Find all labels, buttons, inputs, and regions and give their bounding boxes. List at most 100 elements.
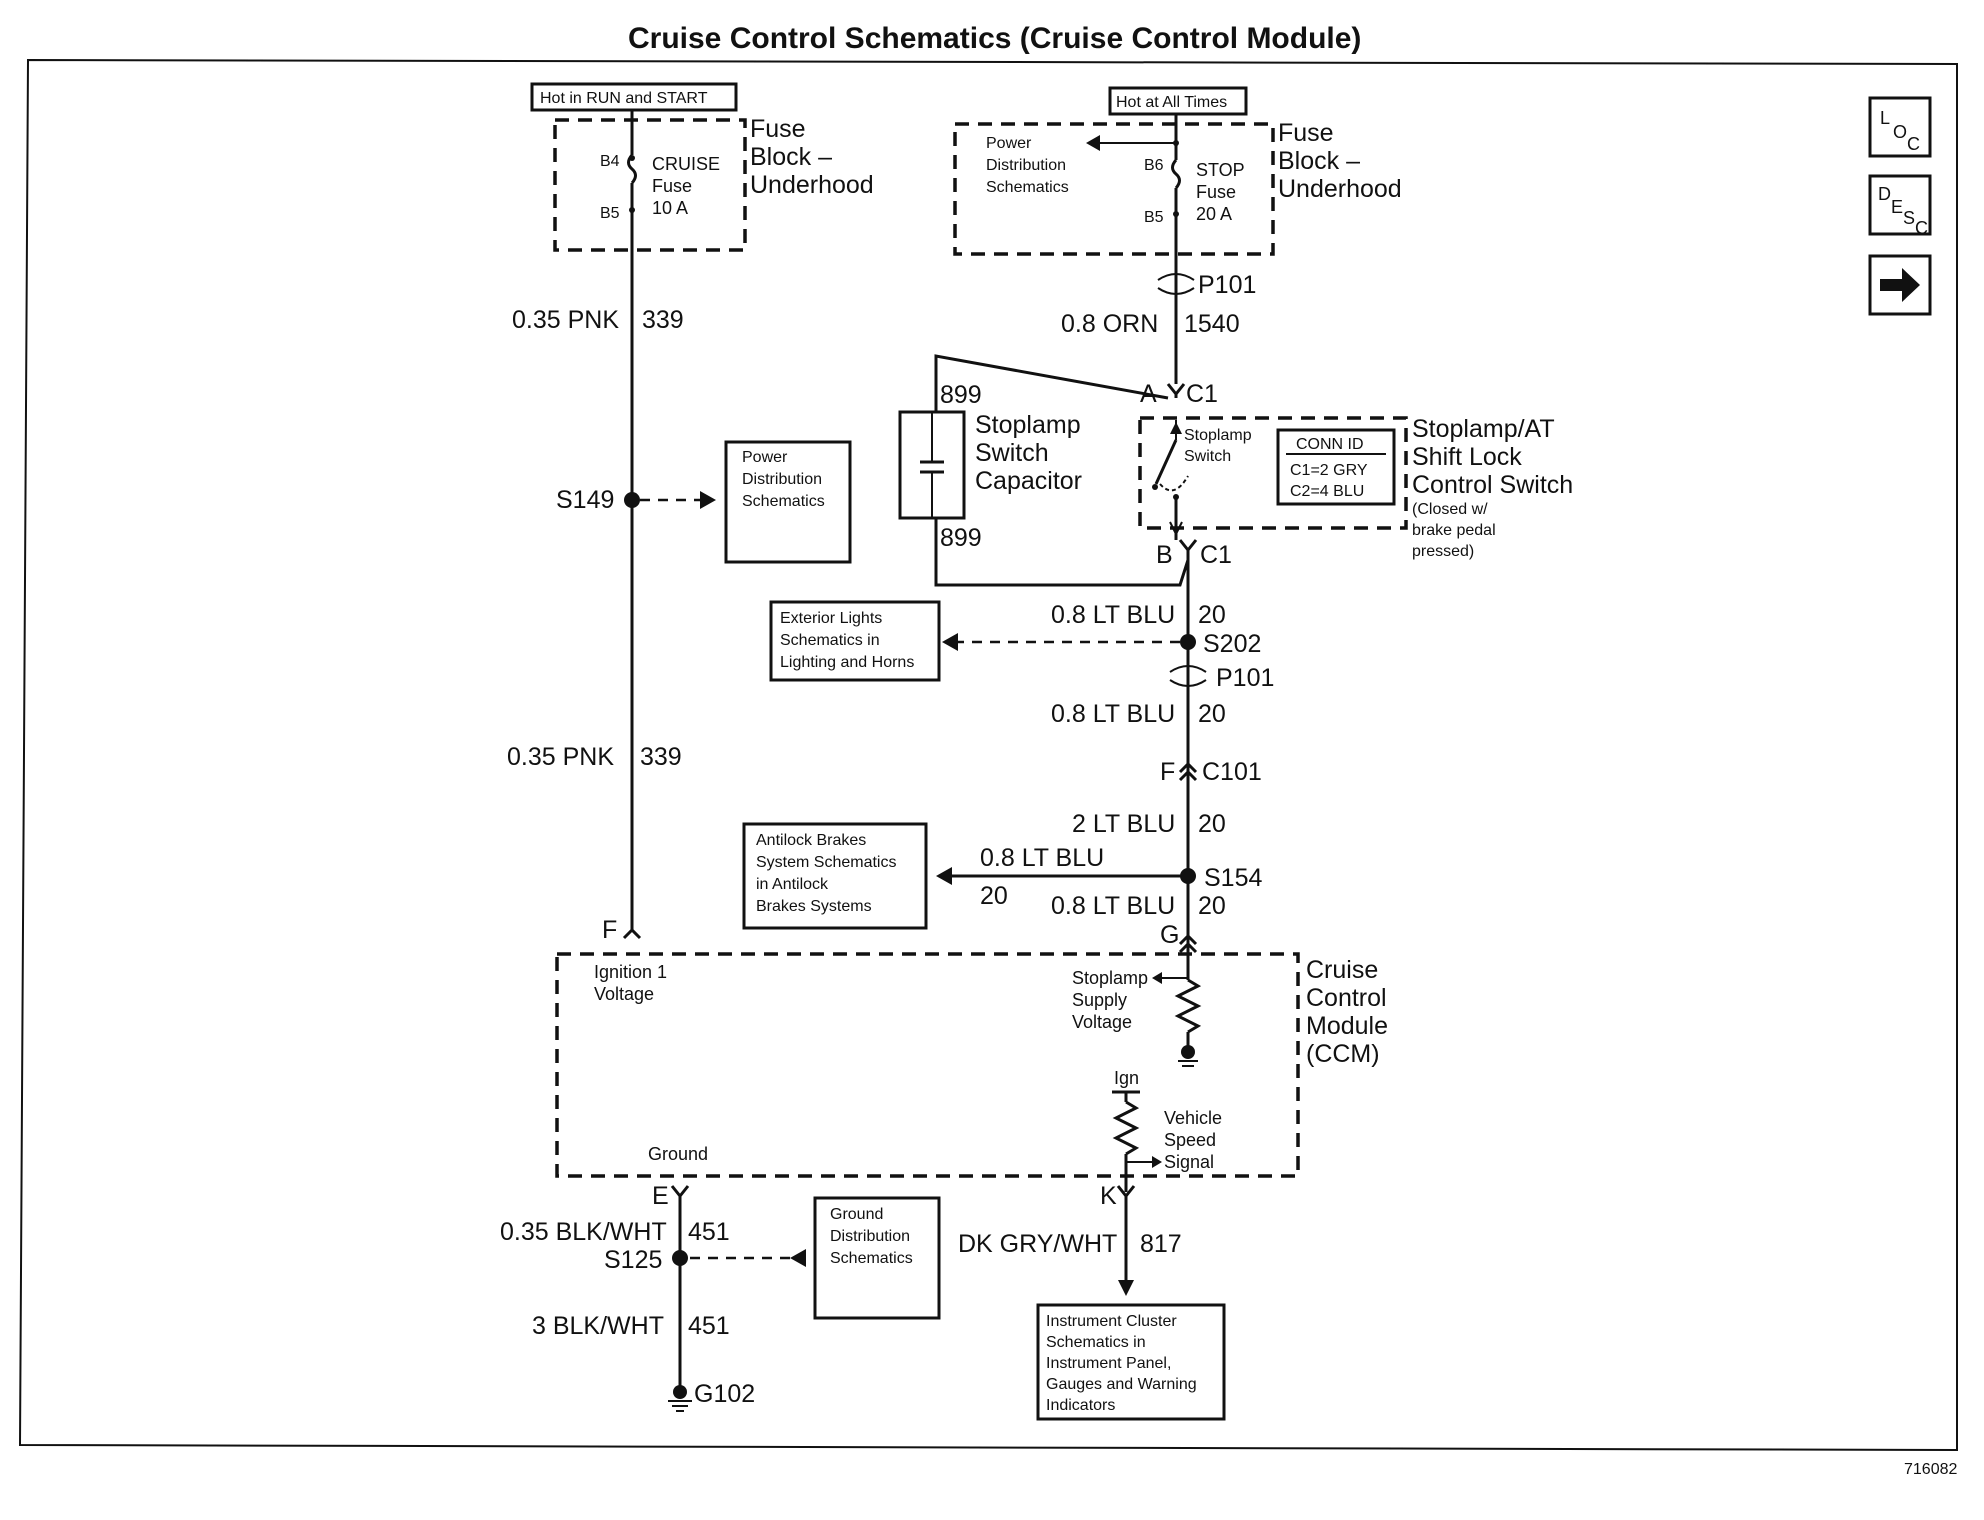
stop-fuse-rating: 20 A	[1196, 204, 1232, 224]
cruise-fuse	[627, 110, 637, 700]
conn-id-box	[1276, 428, 1396, 506]
gnd-lower-gauge: 3 BLK/WHT	[532, 1312, 664, 1340]
abs-circuit: 20	[980, 882, 1008, 910]
ic-3: Instrument Panel,	[1046, 1355, 1171, 1372]
vss-gauge: DK GRY/WHT	[958, 1230, 1117, 1258]
shift-lock-label-5: brake pedal	[1412, 522, 1496, 539]
capacitor-icon	[920, 412, 944, 518]
capacitor-label-2: Switch	[975, 439, 1049, 467]
abs-box-1: Antilock Brakes	[756, 832, 866, 849]
fuse-pin-b5: B5	[600, 205, 620, 222]
desc-c: C	[1915, 218, 1928, 238]
splice-s149-dot	[624, 492, 640, 508]
fuse-block-left-1: Fuse	[750, 115, 806, 143]
vss-resistor	[1112, 1090, 1162, 1192]
ccm-stop-1: Stoplamp	[1072, 968, 1148, 988]
pds-right-2: Distribution	[986, 157, 1066, 174]
ccm-name-4: (CCM)	[1306, 1040, 1380, 1068]
ccm-name-3: Module	[1306, 1012, 1388, 1040]
hot-run-start-label: Hot in RUN and START	[540, 90, 708, 107]
capacitor-label-1: Stoplamp	[975, 411, 1081, 439]
shift-lock-label-4: (Closed w/	[1412, 501, 1488, 518]
abs-box-3: in Antilock	[756, 876, 829, 893]
c1-bot-label: C1	[1200, 541, 1232, 569]
blu4-gauge: 0.8 LT BLU	[1051, 892, 1175, 920]
desc-button[interactable]: D E S C	[1868, 174, 1932, 238]
pds-right-arrow-icon	[1086, 135, 1100, 151]
pds-right-1: Power	[986, 135, 1032, 152]
pnk-upper-gauge: 0.35 PNK	[512, 306, 619, 334]
fuse-pin-b6: B6	[1144, 157, 1164, 174]
stoplamp-switch-icon	[1152, 420, 1189, 540]
stoplamp-switch-label-2: Switch	[1184, 448, 1231, 465]
pin-g-connector	[1178, 933, 1198, 954]
fuse-block-right-1: Fuse	[1278, 119, 1334, 147]
ground-g102: G102	[694, 1380, 755, 1408]
gnd-upper-circuit: 451	[688, 1218, 730, 1246]
ccm-pin-f: F	[602, 916, 617, 944]
p101-connector-top	[1157, 273, 1195, 384]
conn-id-c1: C1=2 GRY	[1290, 462, 1368, 479]
ccm-ign-short: Ign	[1114, 1068, 1139, 1088]
desc-e: E	[1891, 197, 1903, 217]
fuse-pin-b4: B4	[600, 153, 620, 170]
instrument-cluster-box[interactable]	[1036, 1303, 1226, 1421]
splice-s125: S125	[604, 1246, 662, 1274]
diagram-frame	[18, 58, 1958, 1452]
gds-1: Ground	[830, 1206, 883, 1223]
pds-left-1: Power	[742, 449, 788, 466]
ccm-vss-2: Speed	[1164, 1130, 1216, 1150]
pnk-lower-circuit: 339	[640, 743, 682, 771]
vss-circuit: 817	[1140, 1230, 1182, 1258]
ccm-stop-2: Supply	[1072, 990, 1127, 1010]
c101-connector	[1178, 761, 1198, 782]
p101-top-label: P101	[1198, 271, 1256, 299]
shift-lock-label-2: Shift Lock	[1412, 443, 1522, 471]
exterior-lights-box[interactable]	[769, 600, 941, 682]
stop-fuse	[1171, 114, 1181, 276]
ccm-vss-3: Signal	[1164, 1152, 1214, 1172]
cruise-fuse-name: CRUISE	[652, 154, 720, 174]
c1-pin-b: B	[1156, 541, 1173, 569]
blu1-gauge: 0.8 LT BLU	[1051, 601, 1175, 629]
orn-circuit: 1540	[1184, 310, 1240, 338]
splice-s125-dot	[672, 1250, 688, 1266]
fuse-block-left-2: Block –	[750, 143, 832, 171]
p101-connector-lower	[1169, 665, 1207, 687]
loc-button[interactable]: L O C	[1868, 96, 1932, 158]
hot-run-start-label-box	[530, 82, 738, 112]
next-arrow-icon	[1880, 268, 1920, 302]
gds-3: Schematics	[830, 1250, 913, 1267]
s154-arrow-icon	[936, 867, 952, 885]
c1-top-label: C1	[1186, 380, 1218, 408]
ccm-dashed-box	[555, 952, 1300, 1178]
abs-box-4: Brakes Systems	[756, 898, 872, 915]
shift-lock-label-1: Stoplamp/AT	[1412, 415, 1555, 443]
ext-lights-2: Schematics in	[780, 632, 880, 649]
s149-arrow-icon	[700, 491, 716, 509]
capacitor-wire-top: 899	[940, 381, 982, 409]
loc-button-label: L	[1880, 108, 1890, 128]
splice-s202-dot	[1180, 634, 1196, 650]
ccm-pin-e: E	[652, 1182, 669, 1210]
stoplamp-supply-resistor	[1152, 952, 1202, 1067]
desc-d: D	[1878, 184, 1891, 204]
next-button[interactable]	[1868, 254, 1932, 316]
ext-lights-3: Lighting and Horns	[780, 654, 914, 671]
pds-left-2: Distribution	[742, 471, 822, 488]
c1-b-connector	[1178, 539, 1198, 553]
c101-label: C101	[1202, 758, 1262, 786]
pds-box-left[interactable]	[724, 440, 852, 564]
ground-g102-icon	[668, 1385, 692, 1412]
blu3-circuit: 20	[1198, 810, 1226, 838]
ic-4: Gauges and Warning	[1046, 1376, 1197, 1393]
ic-5: Indicators	[1046, 1397, 1115, 1414]
blu1-circuit: 20	[1198, 601, 1226, 629]
s125-arrow-icon	[790, 1249, 806, 1267]
antilock-brakes-box[interactable]	[742, 822, 928, 930]
stop-fuse-name: STOP	[1196, 160, 1245, 180]
fuse-pin-b5-right: B5	[1144, 209, 1164, 226]
ccm-name-1: Cruise	[1306, 956, 1378, 984]
ground-distribution-box[interactable]	[813, 1196, 941, 1320]
